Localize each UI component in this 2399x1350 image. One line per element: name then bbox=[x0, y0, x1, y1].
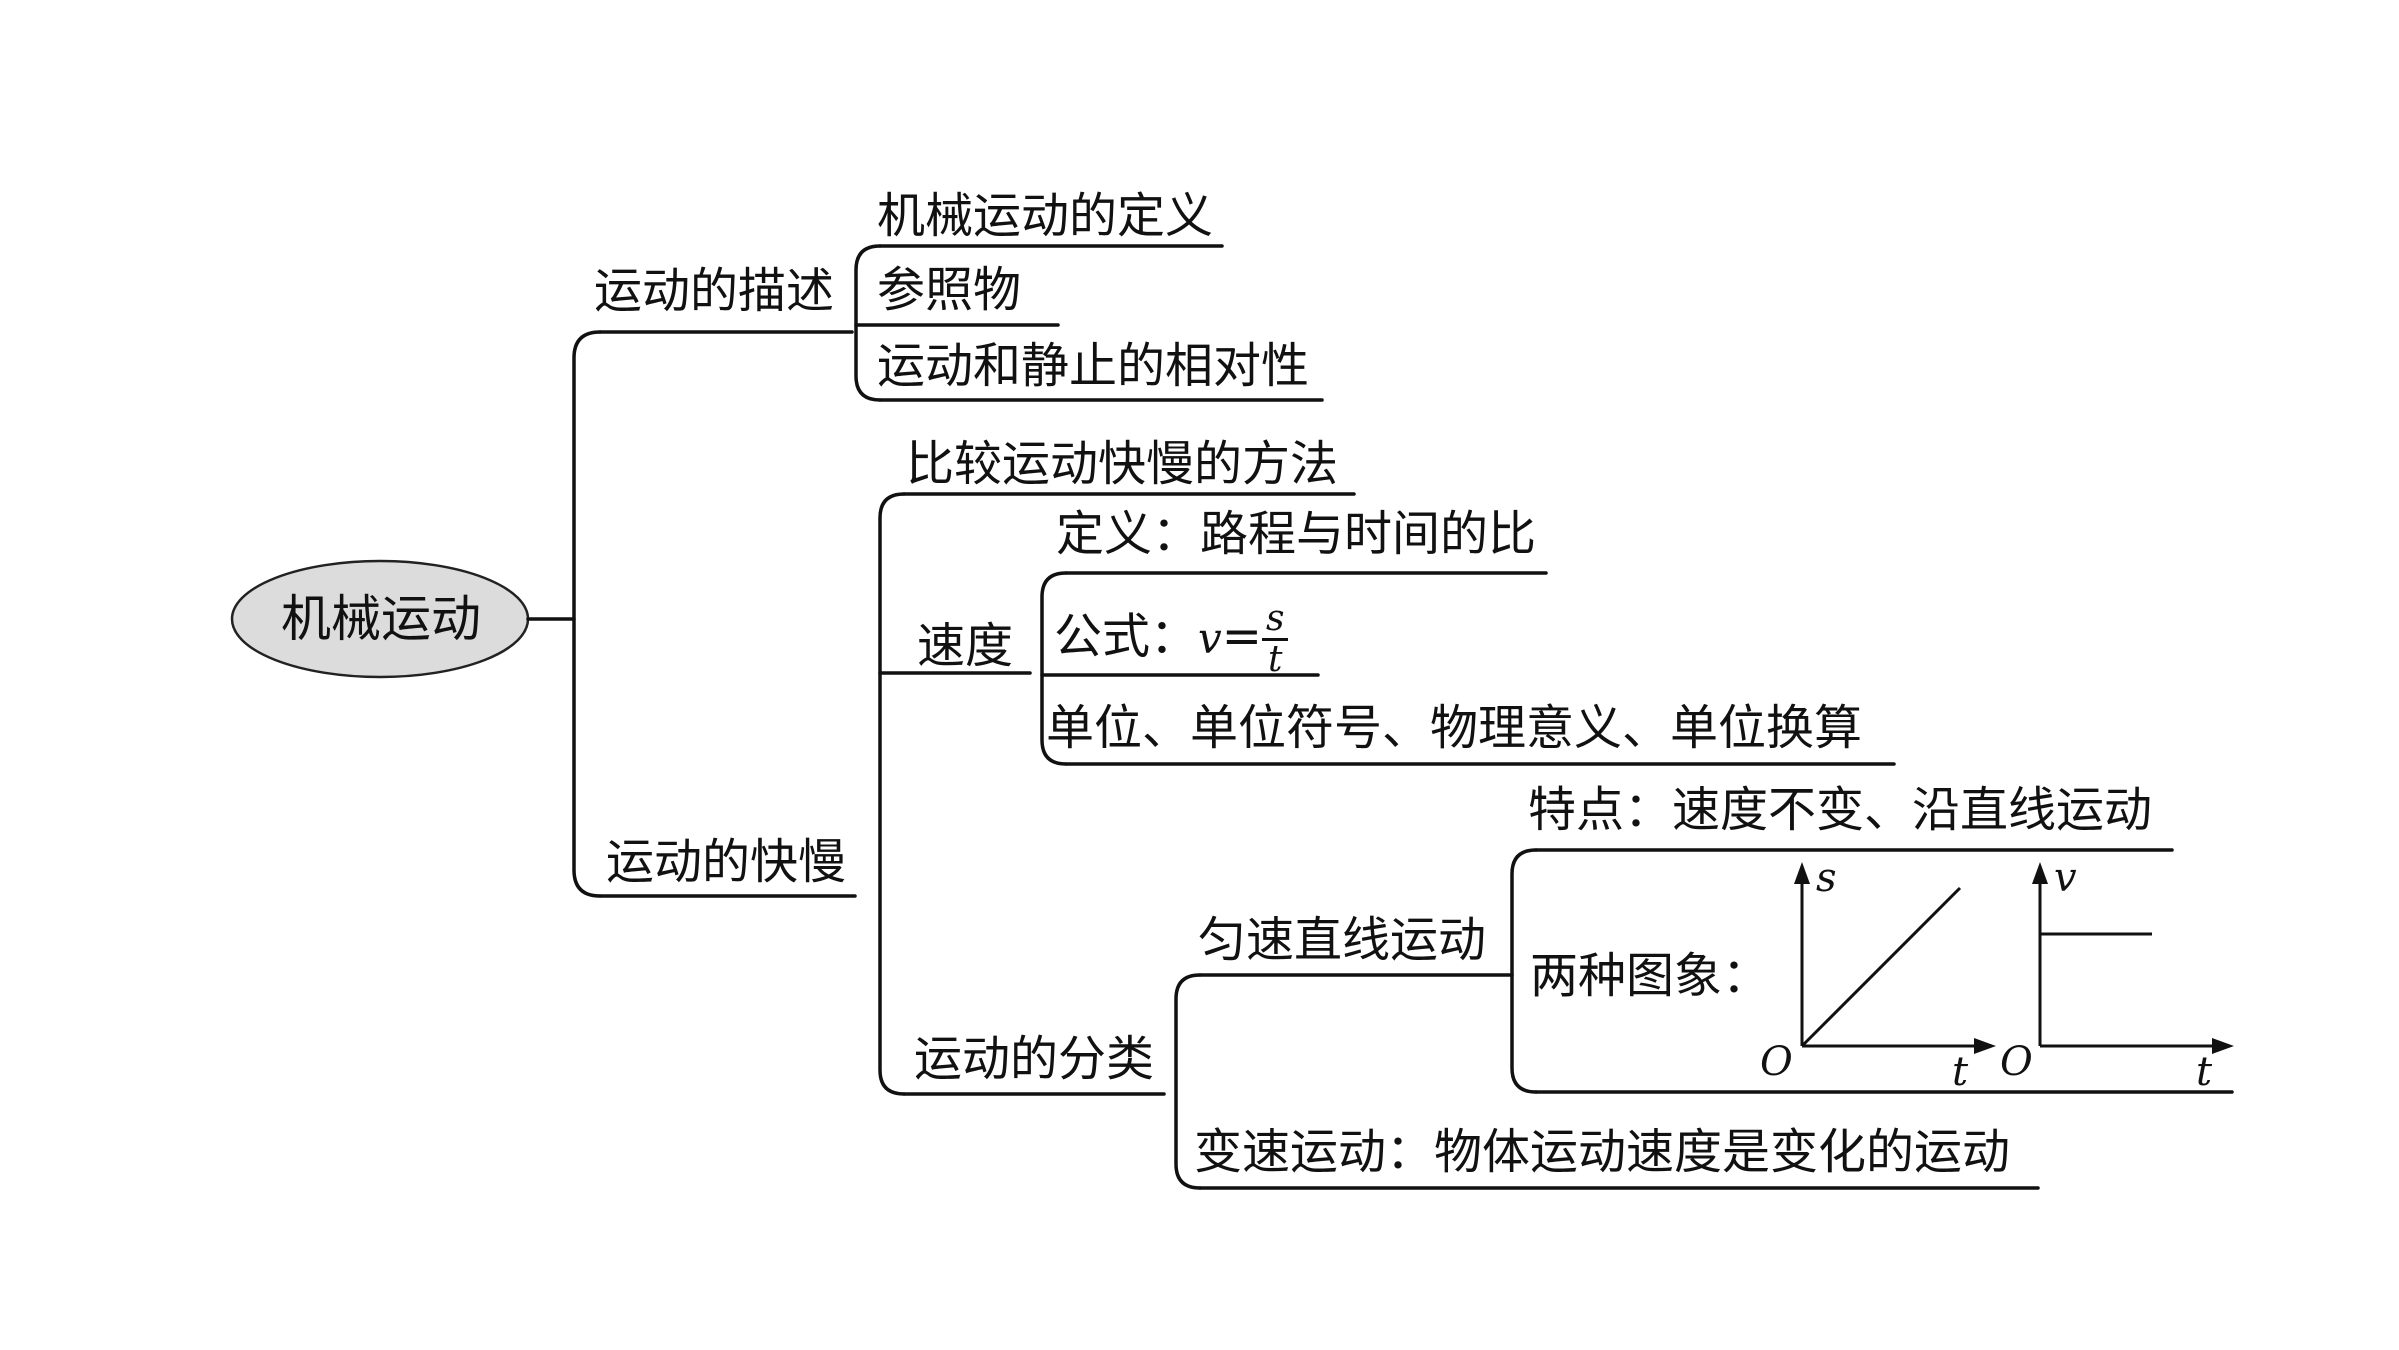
formula-var: v bbox=[1198, 613, 1222, 663]
graph2-origin: O bbox=[2000, 1039, 2033, 1085]
speed-definition: 定义：路程与时间的比 bbox=[1056, 506, 1537, 562]
compare-method: 比较运动快慢的方法 bbox=[906, 436, 1339, 492]
branch1-label: 运动的描述 bbox=[594, 263, 835, 319]
graph-s-t bbox=[1794, 862, 1996, 1054]
branch1-item-relativity: 运动和静止的相对性 bbox=[877, 338, 1310, 394]
graph2-x-label: t bbox=[2196, 1049, 2213, 1095]
formula-numerator: s bbox=[1261, 600, 1289, 641]
uniform-label: 匀速直线运动 bbox=[1198, 912, 1487, 968]
formula-prefix: 公式： bbox=[1054, 608, 1199, 665]
graphs-label: 两种图象： bbox=[1530, 948, 1771, 1004]
graph-v-t bbox=[2032, 862, 2234, 1054]
branch1-item-reference: 参照物 bbox=[877, 262, 1022, 318]
speed-label: 速度 bbox=[917, 618, 1014, 674]
graph1-line bbox=[1800, 886, 1962, 1048]
graph2-y-label: v bbox=[2054, 855, 2077, 901]
root-node-label: 机械运动 bbox=[281, 590, 481, 648]
classification-label: 运动的分类 bbox=[914, 1031, 1155, 1087]
main-bracket bbox=[572, 330, 602, 898]
graph1-y-label: s bbox=[1816, 855, 1837, 901]
formula-denominator: t bbox=[1267, 639, 1283, 680]
formula-eq: = bbox=[1221, 608, 1262, 665]
branch2-bracket bbox=[878, 492, 906, 1096]
uniform-bracket bbox=[1510, 848, 1538, 1094]
variable-motion: 变速运动：物体运动速度是变化的运动 bbox=[1194, 1124, 2011, 1180]
graph1-x-label: t bbox=[1952, 1049, 1969, 1095]
branch1-bracket bbox=[854, 244, 882, 402]
branch2-label: 运动的快慢 bbox=[606, 834, 847, 890]
graph1-origin: O bbox=[1760, 1039, 1793, 1085]
speed-bracket bbox=[1040, 571, 1068, 766]
uniform-feature: 特点：速度不变、沿直线运动 bbox=[1528, 782, 2153, 838]
branch1-item-definition: 机械运动的定义 bbox=[877, 188, 1214, 244]
classification-bracket bbox=[1174, 973, 1202, 1190]
speed-units: 单位、单位符号、物理意义、单位换算 bbox=[1046, 700, 1863, 756]
